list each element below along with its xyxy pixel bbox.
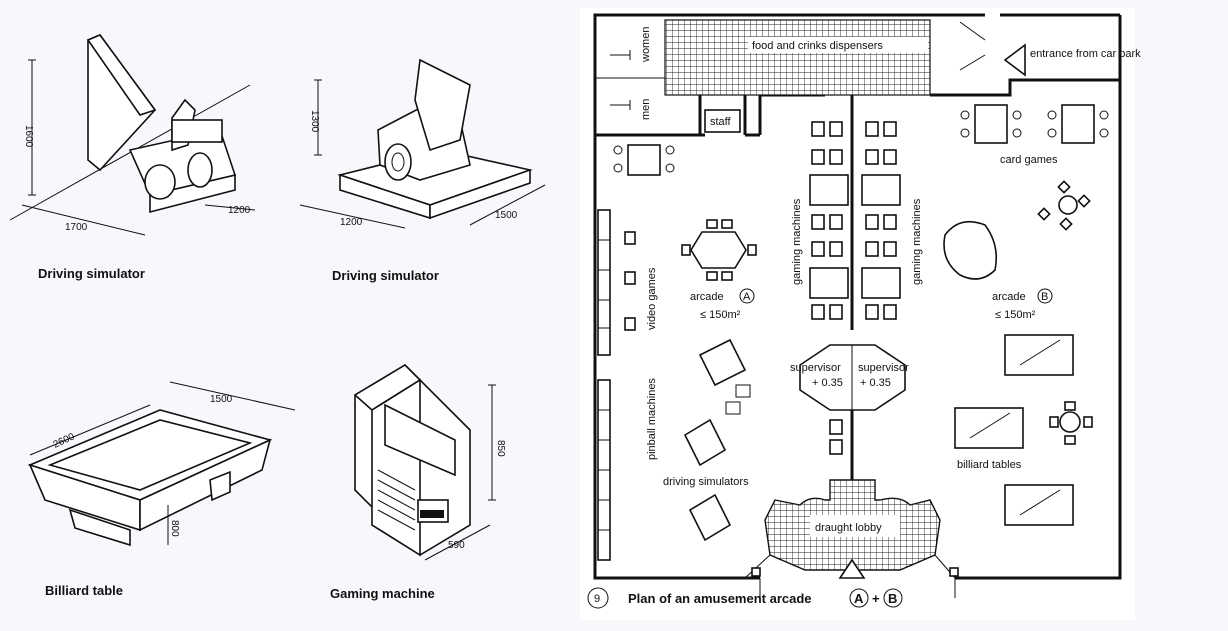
supervisor-right-label: supervisor <box>858 362 909 374</box>
card-game-tables <box>960 104 1109 144</box>
draught-lobby <box>744 479 959 579</box>
caption-gaming-machine: Gaming machine <box>330 586 435 601</box>
sim2-depth-dim: 1500 <box>495 210 518 221</box>
gaming-machine-drawing <box>353 363 496 561</box>
sim1-height-dim: 1600 <box>23 125 34 148</box>
billiard-height-dim: 800 <box>169 520 180 537</box>
gaming-machine-grid <box>809 121 901 455</box>
caption-driving-simulator-2: Driving simulator <box>332 268 439 283</box>
arcade-a-marker <box>739 288 755 304</box>
round-table-top-right <box>1037 180 1091 231</box>
caption-driving-simulator-1: Driving simulator <box>38 266 145 281</box>
pinball-machines-label: pinball machines <box>646 378 658 460</box>
food-label-bg <box>748 37 928 53</box>
men-label: men <box>640 99 652 120</box>
driving-simulator-1-drawing <box>9 34 256 236</box>
caption-letter-b: B <box>888 591 897 606</box>
driving-simulators-label: driving simulators <box>663 476 749 488</box>
arcade-b-marker <box>1037 288 1053 304</box>
caption-letter-a: A <box>854 591 864 606</box>
sim1-depth-dim: 1200 <box>228 205 251 216</box>
figure-caption-text: Plan of an amusement arcade <box>628 591 812 606</box>
card-table-top-left <box>613 144 675 176</box>
arcade-a-table <box>681 219 757 281</box>
driving-simulator-2-drawing <box>299 58 546 229</box>
draught-lobby-label: draught lobby <box>815 522 882 534</box>
sim2-height-dim: 1300 <box>309 110 320 133</box>
food-dispensers-label: food and crinks dispensers <box>752 40 883 52</box>
caption-b-circle <box>883 588 903 608</box>
entrance-arrow <box>1003 43 1026 77</box>
gm-height-dim: 850 <box>495 440 506 457</box>
arcade-b-letter: B <box>1041 291 1048 303</box>
supervisor-right-level: + 0.35 <box>860 377 891 389</box>
gm-depth-dim: 590 <box>448 540 465 551</box>
arcade-b-feature <box>943 220 998 280</box>
sim2-width-dim: 1200 <box>340 217 363 228</box>
staff-label: staff <box>710 116 732 128</box>
left-wall-benches <box>597 209 611 561</box>
round-table-bottom-right <box>1049 401 1093 445</box>
arcade-a-size: ≤ 150m² <box>700 309 741 321</box>
arcade-a-label: arcade <box>690 291 724 303</box>
supervisor-left-level: + 0.35 <box>812 377 843 389</box>
figure-number-circle <box>587 587 609 609</box>
women-label: women <box>640 27 652 63</box>
staff-room <box>704 109 741 133</box>
entrance-doors <box>959 21 986 71</box>
card-games-label: card games <box>1000 154 1058 166</box>
entrance-label: entrance from car park <box>1030 48 1141 60</box>
billiard-tables-label: billiard tables <box>957 459 1022 471</box>
video-games-label: video games <box>646 267 658 330</box>
gaming-machines-left-label: gaming machines <box>791 198 803 285</box>
sim1-width-dim: 1700 <box>65 222 88 233</box>
billiard-width-dim: 1500 <box>210 394 233 405</box>
supervisor-left-label: supervisor <box>790 362 841 374</box>
caption-plus: + <box>872 591 880 606</box>
arcade-b-size: ≤ 150m² <box>995 309 1036 321</box>
plan-driving-simulators <box>683 338 751 542</box>
arcade-b-label: arcade <box>992 291 1026 303</box>
gaming-machines-right-label: gaming machines <box>911 198 923 285</box>
arcade-a-letter: A <box>743 291 751 303</box>
caption-billiard-table: Billiard table <box>45 583 123 598</box>
figure-number: 9 <box>594 593 600 605</box>
food-dispenser-area <box>664 19 931 96</box>
billiard-table-drawing <box>27 381 296 547</box>
plan-billiard-tables <box>954 334 1074 526</box>
video-games-row <box>624 231 636 331</box>
caption-a-circle <box>849 588 869 608</box>
